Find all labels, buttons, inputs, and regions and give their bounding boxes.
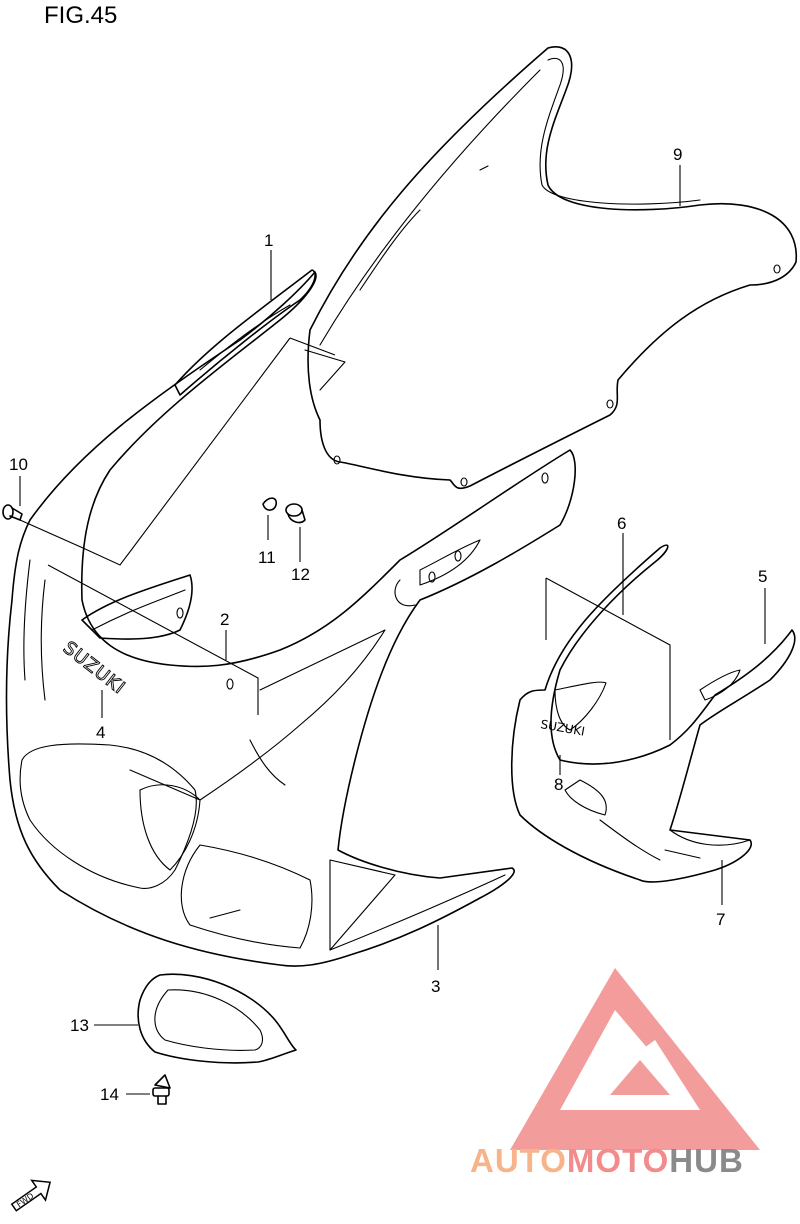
callout-3: 3 — [431, 977, 440, 996]
callout-13: 13 — [70, 1016, 89, 1035]
clip-part-11[interactable] — [262, 497, 278, 511]
brand-auto: AUTO — [470, 1142, 567, 1179]
callout-11: 11 — [258, 548, 276, 567]
brand-moto: MOTO — [566, 1142, 670, 1179]
forward-arrow-icon: FWD — [10, 1179, 52, 1212]
callout-9: 9 — [673, 145, 682, 164]
callout-7: 7 — [716, 910, 725, 929]
emblem-part-8[interactable]: SUZUKI — [539, 717, 585, 739]
svg-text:SUZUKI: SUZUKI — [59, 637, 129, 698]
callout-1: 1 — [264, 231, 273, 250]
callout-10: 10 — [9, 455, 28, 474]
inner-panel-part-2[interactable] — [81, 574, 234, 690]
callout-14: 14 — [100, 1085, 119, 1104]
callout-4: 4 — [96, 723, 105, 742]
grommet-part-12[interactable] — [285, 503, 306, 524]
callout-5: 5 — [758, 567, 767, 586]
screw-part-10[interactable] — [2, 504, 23, 521]
upper-cowling-part-3[interactable] — [5, 271, 576, 967]
callout-8: 8 — [554, 775, 563, 794]
callout-12: 12 — [291, 565, 310, 584]
emblem-part-4[interactable]: SUZUKI — [58, 637, 129, 699]
watermark-logo — [510, 968, 760, 1150]
watermark-brand: AUTOMOTOHUB — [470, 1142, 744, 1180]
leader-lines — [19, 165, 766, 1095]
side-fairing-part-6[interactable] — [510, 544, 796, 883]
callout-6: 6 — [617, 514, 626, 533]
windscreen-part-9[interactable] — [304, 46, 797, 490]
trim-ring-part-13[interactable] — [137, 973, 297, 1064]
brand-hub: HUB — [669, 1142, 744, 1179]
clip-part-14[interactable] — [152, 1074, 171, 1105]
svg-text:SUZUKI: SUZUKI — [539, 717, 585, 739]
figure-title: FIG.45 — [44, 2, 118, 29]
side-panel-part-1[interactable] — [174, 269, 316, 396]
callout-2: 2 — [220, 610, 229, 629]
